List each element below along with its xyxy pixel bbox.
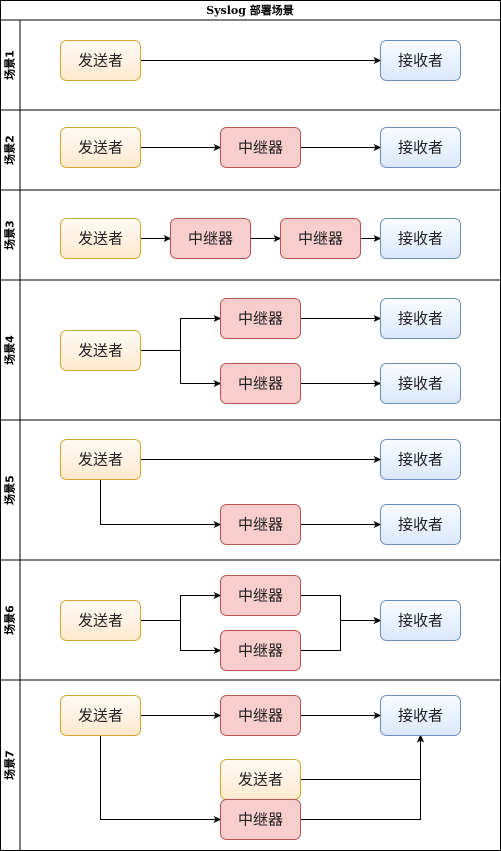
receiver-label: 接收者 — [398, 139, 443, 157]
sender-node: 发送者 — [60, 439, 141, 480]
relay-box — [220, 630, 301, 671]
sender-node: 发送者 — [60, 127, 141, 168]
sender-label: 发送者 — [78, 139, 123, 157]
sender-box — [60, 600, 141, 641]
sender-box — [60, 695, 141, 736]
flow-arrow — [140, 620, 222, 654]
sender-box — [60, 218, 141, 259]
sender-box — [60, 330, 141, 371]
receiver-label: 接收者 — [398, 230, 443, 248]
receiver-box — [380, 218, 461, 259]
receiver-box — [380, 40, 461, 81]
relay-node: 中继器 — [220, 298, 301, 339]
lane-label-4: 场景4 — [3, 335, 17, 365]
relay-box — [170, 218, 251, 259]
sender-label: 发送者 — [78, 52, 123, 70]
relay-label: 中继器 — [238, 587, 283, 605]
relay-box — [220, 575, 301, 616]
relay-box — [220, 504, 301, 545]
relay-node: 中继器 — [220, 799, 301, 840]
flow-arrow — [300, 617, 382, 651]
receiver-node: 接收者 — [380, 600, 461, 641]
relay-label: 中继器 — [238, 139, 283, 157]
relay-label: 中继器 — [238, 516, 283, 534]
diagram-title: Syslog 部署场景 — [206, 3, 294, 17]
receiver-node: 接收者 — [380, 127, 461, 168]
receiver-box — [380, 363, 461, 404]
flow-arrow — [140, 350, 222, 387]
relay-box — [220, 363, 301, 404]
receiver-node: 接收者 — [380, 298, 461, 339]
receiver-label: 接收者 — [398, 451, 443, 469]
flow-arrow — [100, 479, 222, 528]
receiver-node: 接收者 — [380, 504, 461, 545]
relay-label: 中继器 — [238, 310, 283, 328]
flow-arrow — [300, 734, 424, 820]
receiver-label: 接收者 — [398, 612, 443, 630]
relay-node: 中继器 — [220, 127, 301, 168]
receiver-label: 接收者 — [398, 52, 443, 70]
relay-node: 中继器 — [220, 630, 301, 671]
lane-label-2: 场景2 — [3, 135, 17, 165]
sender-label: 发送者 — [78, 707, 123, 725]
sender-box — [60, 127, 141, 168]
receiver-node: 接收者 — [380, 363, 461, 404]
relay-box — [220, 799, 301, 840]
sender-node: 发送者 — [60, 218, 141, 259]
receiver-box — [380, 439, 461, 480]
receiver-box — [380, 127, 461, 168]
relay-node: 中继器 — [220, 695, 301, 736]
relay-node: 中继器 — [220, 575, 301, 616]
flow-arrow — [100, 735, 222, 823]
lane-label-7: 场景7 — [3, 750, 17, 780]
sender-node: 发送者 — [220, 759, 301, 800]
sender-label: 发送者 — [78, 230, 123, 248]
receiver-node: 接收者 — [380, 695, 461, 736]
sender-label: 发送者 — [78, 451, 123, 469]
lane-label-6: 场景6 — [3, 605, 17, 635]
relay-label: 中继器 — [238, 375, 283, 393]
relay-node: 中继器 — [280, 218, 361, 259]
relay-label: 中继器 — [298, 230, 343, 248]
sender-node: 发送者 — [60, 695, 141, 736]
sender-node: 发送者 — [60, 330, 141, 371]
sender-label: 发送者 — [78, 612, 123, 630]
relay-label: 中继器 — [188, 230, 233, 248]
receiver-label: 接收者 — [398, 310, 443, 328]
sender-label: 发送者 — [78, 342, 123, 360]
sender-node: 发送者 — [60, 40, 141, 81]
receiver-box — [380, 600, 461, 641]
receiver-node: 接收者 — [380, 439, 461, 480]
relay-label: 中继器 — [238, 811, 283, 829]
relay-box — [220, 298, 301, 339]
relay-label: 中继器 — [238, 707, 283, 725]
receiver-label: 接收者 — [398, 375, 443, 393]
relay-node: 中继器 — [220, 363, 301, 404]
receiver-box — [380, 504, 461, 545]
receiver-box — [380, 695, 461, 736]
receiver-node: 接收者 — [380, 218, 461, 259]
relay-box — [280, 218, 361, 259]
receiver-label: 接收者 — [398, 516, 443, 534]
receiver-node: 接收者 — [380, 40, 461, 81]
lane-label-1: 场景1 — [3, 50, 17, 80]
relay-node: 中继器 — [170, 218, 251, 259]
sender-box — [60, 439, 141, 480]
relay-box — [220, 127, 301, 168]
lane-label-3: 场景3 — [3, 220, 17, 250]
receiver-label: 接收者 — [398, 707, 443, 725]
receiver-box — [380, 298, 461, 339]
sender-node: 发送者 — [60, 600, 141, 641]
sender-box — [60, 40, 141, 81]
relay-node: 中继器 — [220, 504, 301, 545]
sender-label: 发送者 — [238, 771, 283, 789]
lane-label-5: 场景5 — [3, 475, 17, 505]
relay-box — [220, 695, 301, 736]
relay-label: 中继器 — [238, 642, 283, 660]
